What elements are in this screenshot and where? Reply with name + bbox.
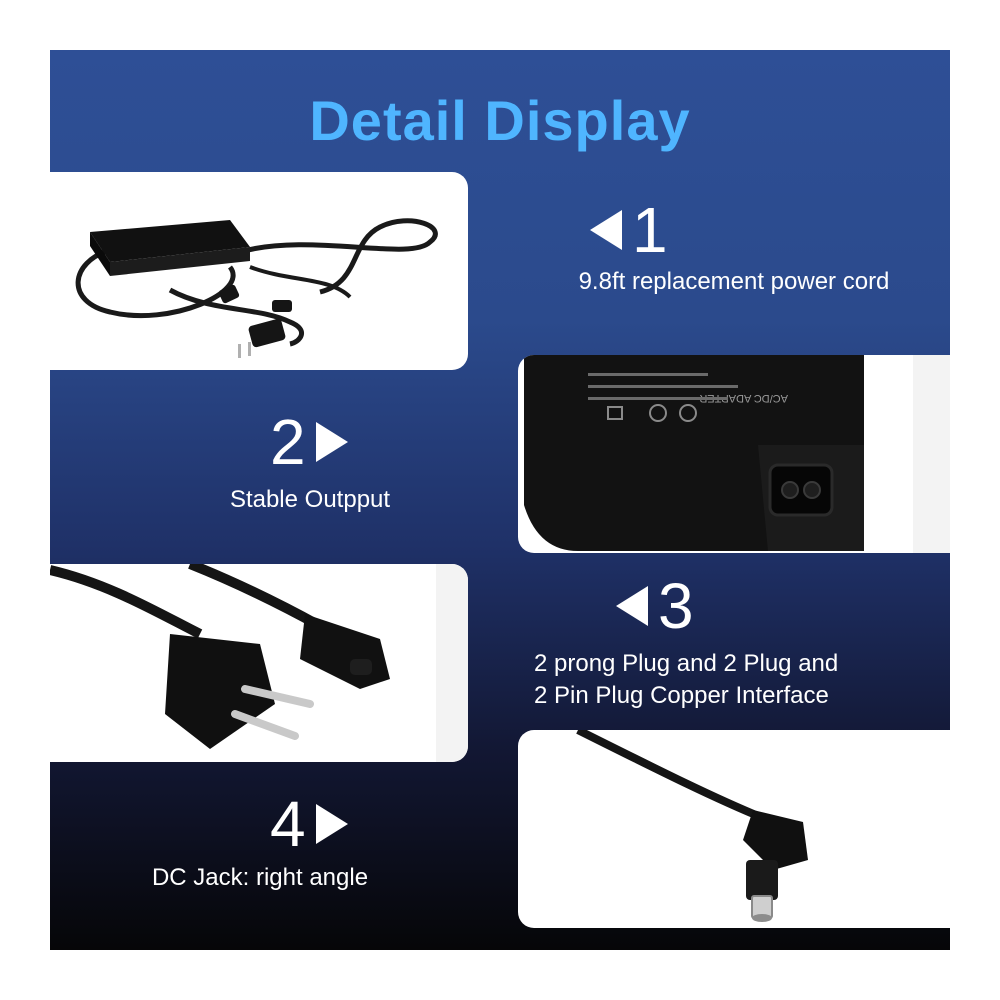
feature-2-digit: 2 xyxy=(270,406,306,478)
adapter-body-illustration: AC/DC ADAPTER xyxy=(524,355,950,553)
feature-3-caption-line-1: 2 prong Plug and 2 Plug and xyxy=(534,650,839,677)
feature-2-number: 2 xyxy=(270,410,348,474)
page-title: Detail Display xyxy=(309,89,691,152)
dc-jack-illustration xyxy=(576,730,808,922)
feature-3-digit: 3 xyxy=(658,570,694,642)
feature-4-number: 4 xyxy=(270,792,348,856)
feature-1-number: 1 xyxy=(590,198,668,262)
adapter-cord-illustration xyxy=(75,218,438,358)
feature-2-caption: Stable Outpput xyxy=(229,486,391,513)
product-photo-adapter-closeup: AC/DC ADAPTER xyxy=(518,355,950,553)
feature-3-number: 3 xyxy=(616,574,694,638)
feature-4-caption: DC Jack: right angle xyxy=(151,864,369,891)
product-photo-dc-jack xyxy=(518,730,950,928)
feature-1-caption: 9.8ft replacement power cord xyxy=(578,268,890,295)
feature-4-digit: 4 xyxy=(270,788,306,860)
product-photo-adapter-with-cord xyxy=(50,172,468,370)
feature-1-digit: 1 xyxy=(632,194,668,266)
arrow-left-icon xyxy=(590,210,622,250)
plug-illustration xyxy=(50,564,468,762)
feature-3-caption-line-2: 2 Pin Plug Copper Interface xyxy=(534,682,829,709)
detail-panel: Detail Display AC/DC ADAPTER xyxy=(50,50,950,950)
feature-3-caption: 2 prong Plug and 2 Plug and 2 Pin Plug C… xyxy=(534,648,934,712)
arrow-left-icon xyxy=(616,586,648,626)
arrow-right-icon xyxy=(315,422,348,462)
product-photo-two-prong-plug xyxy=(50,564,468,762)
arrow-right-icon xyxy=(315,804,348,844)
adapter-brand-label: AC/DC ADAPTER xyxy=(699,392,788,404)
